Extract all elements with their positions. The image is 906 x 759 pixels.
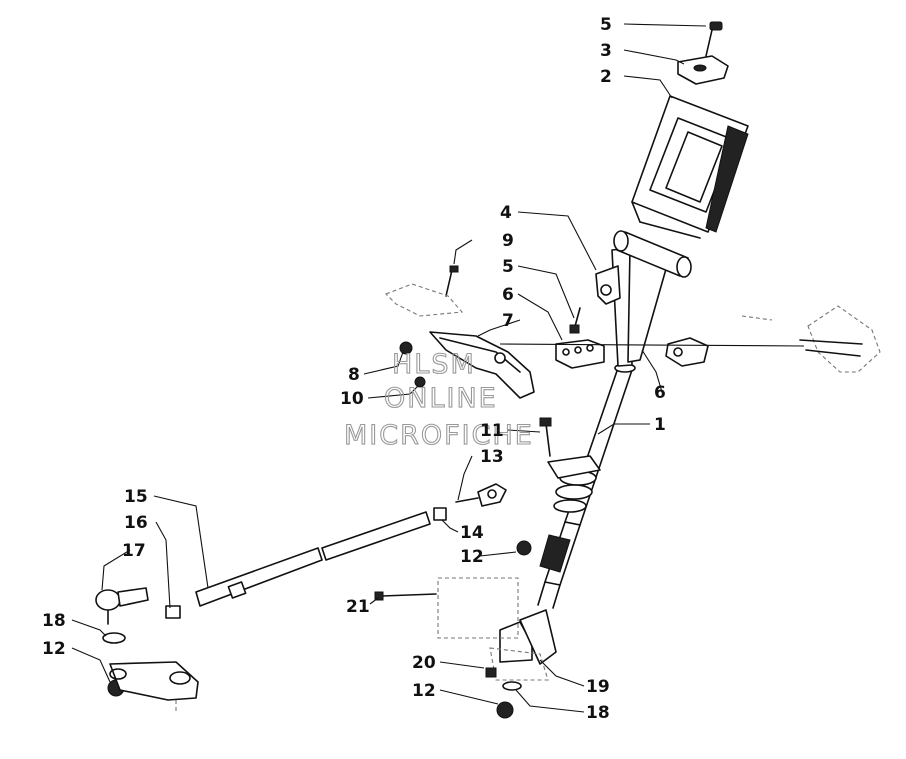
washer-left bbox=[102, 632, 126, 644]
throttle-lever bbox=[399, 265, 535, 399]
callout-label: 14 bbox=[460, 523, 484, 543]
callout-label: 5 bbox=[600, 15, 612, 35]
callout-label: 20 bbox=[412, 653, 436, 673]
callout-label: 2 bbox=[600, 67, 612, 87]
washer-bottom bbox=[502, 681, 522, 691]
callouts: 5 3 2 4 9 5 6 7 8 10 11 1 6 13 15 16 14 … bbox=[42, 15, 666, 723]
ball-joint bbox=[95, 587, 149, 625]
watermark-line-1: HLSM bbox=[392, 349, 476, 380]
nut-20 bbox=[485, 667, 497, 678]
callout-label: 21 bbox=[346, 597, 370, 617]
callout-label: 1 bbox=[654, 415, 666, 435]
callout-label: 17 bbox=[122, 541, 146, 561]
callout-label: 19 bbox=[586, 677, 610, 697]
callout-label: 11 bbox=[480, 421, 504, 441]
leader-lines bbox=[71, 23, 707, 713]
watermark-line-3: MICROFICHE bbox=[344, 420, 534, 451]
watermark: HLSM ONLINE MICROFICHE bbox=[343, 348, 534, 451]
lower-clamp bbox=[569, 265, 621, 334]
callout-label: 15 bbox=[124, 487, 148, 507]
callout-label: 6 bbox=[654, 383, 666, 403]
callout-label: 7 bbox=[502, 311, 514, 331]
lock-nut bbox=[516, 540, 532, 556]
handlebar-clamp bbox=[677, 21, 729, 85]
tie-rod-end bbox=[455, 483, 507, 507]
handlebar-crossbar bbox=[613, 230, 692, 278]
callout-label: 9 bbox=[502, 231, 514, 251]
handlebar-pad bbox=[631, 95, 749, 239]
callout-label: 12 bbox=[42, 639, 66, 659]
callout-label: 6 bbox=[502, 285, 514, 305]
callout-label: 18 bbox=[586, 703, 610, 723]
lower-bracket bbox=[374, 577, 557, 681]
callout-label: 3 bbox=[600, 41, 612, 61]
callout-label: 12 bbox=[460, 547, 484, 567]
callout-label: 12 bbox=[412, 681, 436, 701]
callout-label: 10 bbox=[340, 389, 364, 409]
steering-arm bbox=[555, 339, 605, 369]
reference-bracket-right bbox=[741, 305, 881, 373]
callout-label: 4 bbox=[500, 203, 512, 223]
spindle-arm bbox=[109, 661, 199, 712]
spring bbox=[799, 339, 863, 357]
callout-label: 8 bbox=[348, 365, 360, 385]
bolt-11 bbox=[539, 417, 552, 457]
callout-label: 18 bbox=[42, 611, 66, 631]
reference-line bbox=[499, 343, 805, 347]
steering-post bbox=[537, 247, 669, 609]
callout-label: 16 bbox=[124, 513, 148, 533]
nut-16 bbox=[165, 605, 181, 619]
callout-label: 5 bbox=[502, 257, 514, 277]
jam-nut bbox=[433, 507, 447, 521]
watermark-line-2: ONLINE bbox=[384, 383, 498, 414]
callout-label: 13 bbox=[480, 447, 504, 467]
right-steering-arm bbox=[665, 337, 709, 367]
reference-bracket-left bbox=[385, 283, 464, 317]
nut-bottom bbox=[496, 701, 514, 719]
tie-rod bbox=[195, 511, 431, 607]
